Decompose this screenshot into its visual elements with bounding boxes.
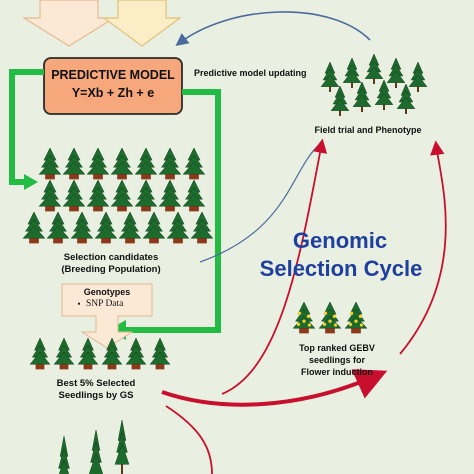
candidate-tree xyxy=(190,211,214,244)
best-selected-label-1: Best 5% Selected xyxy=(56,378,136,389)
field-tree xyxy=(320,61,340,92)
field-tree xyxy=(364,53,384,84)
red-arrow-to-field-right xyxy=(399,140,447,355)
candidate-tree xyxy=(70,211,94,244)
top-ranked-label-2: seedlings for xyxy=(308,355,365,365)
selected-tree xyxy=(77,337,99,370)
model-to-selected-arrow xyxy=(124,89,221,333)
candidate-tree xyxy=(22,211,46,244)
mature-tree xyxy=(58,435,70,474)
field-trial-label: Field trial and Phenotype xyxy=(314,125,422,135)
candidate-tree xyxy=(38,179,62,212)
candidate-tree xyxy=(142,211,166,244)
model-updating-label: Predictive model updating xyxy=(194,68,307,78)
candidate-tree xyxy=(134,179,158,212)
candidates-label-2: (Breeding Population) xyxy=(61,264,161,275)
best-selected-label-2: Seedlings by GS xyxy=(58,390,134,401)
candidate-tree xyxy=(158,179,182,212)
candidate-tree xyxy=(62,147,86,180)
selected-tree xyxy=(29,337,51,370)
candidate-tree xyxy=(46,211,70,244)
candidate-tree xyxy=(158,147,182,180)
selected-tree xyxy=(125,337,147,370)
top-ranked-label-1: Top ranked GEBV xyxy=(299,343,375,353)
predictive-model-box xyxy=(43,57,183,115)
red-arrow-to-field-left xyxy=(221,138,328,395)
flowering-tree xyxy=(344,301,368,334)
candidate-tree xyxy=(182,147,206,180)
model-equation: Y=Xb + Zh + e xyxy=(71,86,155,100)
candidate-tree xyxy=(166,211,190,244)
model-to-candidates-arrow xyxy=(9,69,44,185)
flowering-tree xyxy=(292,301,316,334)
genotypes-callout xyxy=(61,283,153,349)
candidate-tree xyxy=(134,147,158,180)
cycle-title-line2: Selection Cycle xyxy=(259,256,423,281)
field-tree xyxy=(342,57,362,88)
candidates-label-1: Selection candidates xyxy=(63,252,159,263)
field-tree xyxy=(352,81,372,112)
field-tree xyxy=(386,57,406,88)
field-tree xyxy=(396,83,416,114)
candidate-tree xyxy=(118,211,142,244)
snp-bullet: • xyxy=(77,299,81,309)
candidate-tree xyxy=(38,147,62,180)
red-arrow-selected-to-top xyxy=(161,369,388,407)
candidate-tree xyxy=(62,179,86,212)
candidate-tree xyxy=(86,179,110,212)
model-title: PREDICTIVE MODEL xyxy=(51,68,175,82)
snp-label: SNP Data xyxy=(86,299,124,309)
flowering-tree xyxy=(318,301,342,334)
candidate-tree xyxy=(182,179,206,212)
model-update-arrow xyxy=(175,11,371,46)
cycle-title-line1: Genomic xyxy=(292,228,388,253)
field-tree xyxy=(408,61,428,92)
input-arrow-right xyxy=(102,0,182,47)
mature-tree xyxy=(88,429,104,474)
candidate-tree xyxy=(110,147,134,180)
selected-tree xyxy=(53,337,75,370)
candidate-tree xyxy=(110,179,134,212)
tree-groups xyxy=(22,53,428,474)
mature-tree xyxy=(114,419,130,474)
field-tree xyxy=(330,85,350,116)
candidate-tree xyxy=(94,211,118,244)
field-tree xyxy=(374,79,394,110)
candidates-to-field-line xyxy=(199,143,321,263)
top-ranked-label-3: Flower induction xyxy=(301,367,373,377)
candidate-tree xyxy=(86,147,110,180)
red-arrow-lower xyxy=(165,405,213,474)
selected-tree xyxy=(101,337,123,370)
input-arrow-left xyxy=(21,0,117,47)
genotypes-label: Genotypes xyxy=(83,287,131,297)
selected-tree xyxy=(149,337,171,370)
